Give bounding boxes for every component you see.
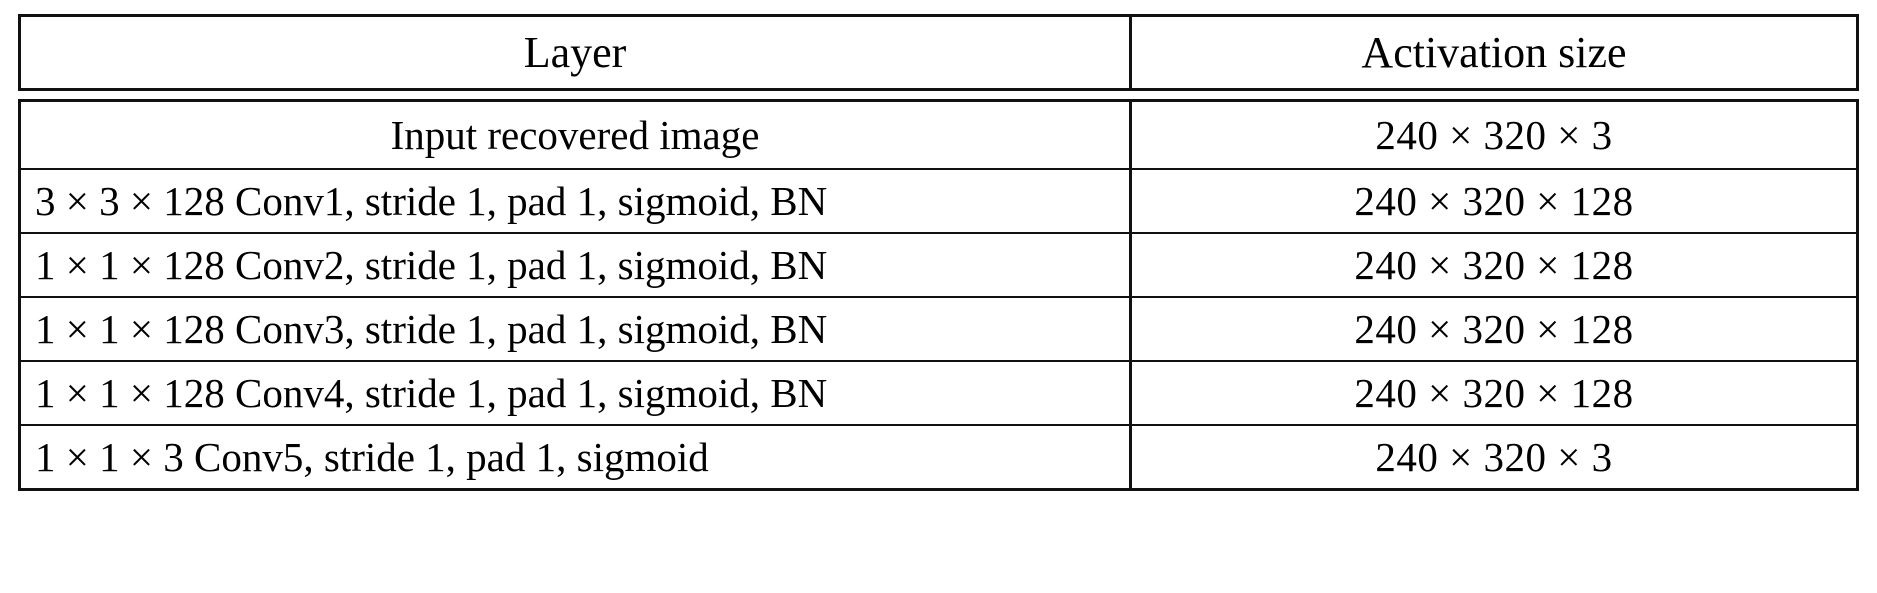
network-architecture-table-figure: Layer Activation size Input recovered im… bbox=[18, 14, 1859, 491]
cell-activation-size: 240 × 320 × 3 bbox=[1129, 99, 1859, 170]
table-row: 1 × 1 × 128 Conv3, stride 1, pad 1, sigm… bbox=[18, 297, 1859, 362]
cell-layer: 1 × 1 × 128 Conv2, stride 1, pad 1, sigm… bbox=[18, 233, 1132, 298]
cell-layer: 1 × 1 × 3 Conv5, stride 1, pad 1, sigmoi… bbox=[18, 425, 1132, 491]
column-header-layer: Layer bbox=[18, 14, 1132, 91]
table-row: 1 × 1 × 128 Conv2, stride 1, pad 1, sigm… bbox=[18, 233, 1859, 298]
cell-layer: 1 × 1 × 128 Conv3, stride 1, pad 1, sigm… bbox=[18, 297, 1132, 362]
table-row: Input recovered image 240 × 320 × 3 bbox=[18, 99, 1859, 170]
header-body-rule-gap bbox=[19, 89, 1858, 101]
column-header-activation-size: Activation size bbox=[1129, 14, 1859, 91]
gap-cell-right bbox=[1130, 89, 1858, 101]
cell-layer: 1 × 1 × 128 Conv4, stride 1, pad 1, sigm… bbox=[18, 361, 1132, 426]
cell-layer: 3 × 3 × 128 Conv1, stride 1, pad 1, sigm… bbox=[18, 169, 1132, 234]
cell-activation-size: 240 × 320 × 128 bbox=[1129, 169, 1859, 234]
cell-activation-size: 240 × 320 × 128 bbox=[1129, 297, 1859, 362]
table-head: Layer Activation size bbox=[18, 14, 1859, 91]
table-row: 3 × 3 × 128 Conv1, stride 1, pad 1, sigm… bbox=[18, 169, 1859, 234]
table-body: Input recovered image 240 × 320 × 3 3 × … bbox=[18, 89, 1859, 491]
cell-activation-size: 240 × 320 × 128 bbox=[1129, 233, 1859, 298]
cell-activation-size: 240 × 320 × 3 bbox=[1129, 425, 1859, 491]
network-architecture-table: Layer Activation size Input recovered im… bbox=[18, 14, 1859, 491]
gap-cell-left bbox=[19, 89, 1131, 101]
cell-layer: Input recovered image bbox=[18, 99, 1132, 170]
table-row: 1 × 1 × 3 Conv5, stride 1, pad 1, sigmoi… bbox=[18, 425, 1859, 491]
table-row: 1 × 1 × 128 Conv4, stride 1, pad 1, sigm… bbox=[18, 361, 1859, 426]
cell-activation-size: 240 × 320 × 128 bbox=[1129, 361, 1859, 426]
table-header-row: Layer Activation size bbox=[18, 14, 1859, 91]
